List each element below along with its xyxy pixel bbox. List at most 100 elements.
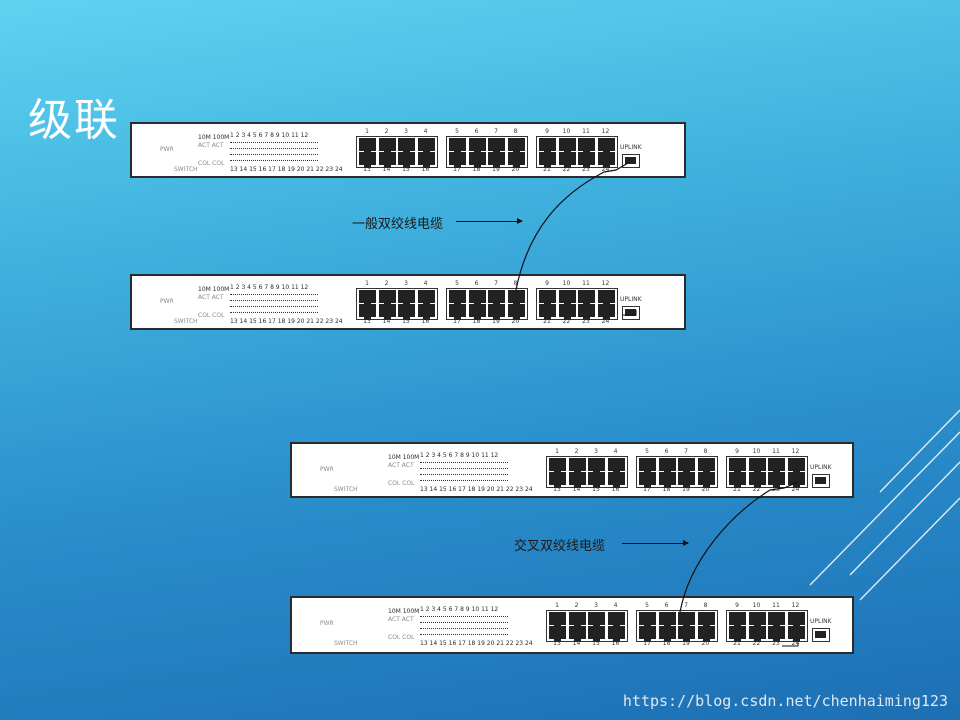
rj45-port	[488, 152, 505, 168]
port-number: 21	[733, 640, 741, 647]
port-number: 24	[791, 640, 800, 647]
port-number: 13	[363, 318, 371, 325]
port-number: 18	[662, 486, 671, 493]
col-label: COL COL	[198, 160, 225, 167]
port-number: 19	[492, 318, 500, 325]
rj45-port	[658, 626, 676, 642]
port-number: 18	[662, 640, 671, 647]
port-number: 20	[701, 640, 710, 647]
rj45-port	[697, 626, 715, 642]
rj45-port	[768, 626, 785, 642]
port-number: 9	[735, 602, 739, 609]
port-number: 20	[511, 318, 520, 325]
port-number: 9	[735, 448, 739, 455]
rj45-port	[398, 304, 415, 320]
port-number: 9	[545, 128, 549, 135]
port-number: 8	[513, 128, 518, 135]
led-numbers-top: 1 2 3 4 5 6 7 8 9 10 11 12	[420, 606, 499, 613]
port-number: 12	[601, 128, 610, 135]
uplink-label: UPLINK	[810, 618, 832, 625]
switch-label: SWITCH	[334, 640, 358, 647]
rj45-port	[398, 152, 415, 168]
port-number: 5	[455, 280, 459, 287]
crossover-cable	[679, 481, 799, 613]
led-row	[420, 616, 508, 619]
port-number: 24	[791, 486, 800, 493]
rj45-port	[539, 152, 556, 168]
straight-cable	[515, 162, 629, 291]
pwr-label: PWR	[320, 466, 334, 473]
rj45-port	[607, 472, 625, 488]
port-number: 21	[733, 486, 741, 493]
port-number: 24	[601, 318, 610, 325]
port-number: 8	[703, 448, 708, 455]
port-number: 8	[703, 602, 708, 609]
slide-title: 级联	[28, 95, 120, 146]
port-number: 10	[562, 280, 571, 287]
rj45-port	[558, 152, 576, 168]
rj45-port	[748, 472, 766, 488]
rj45-port	[768, 472, 785, 488]
port-number: 18	[472, 318, 481, 325]
rj45-port	[417, 152, 435, 168]
rj45-port	[568, 626, 586, 642]
led-row	[420, 628, 508, 631]
port-number: 13	[553, 486, 561, 493]
port-number: 13	[363, 166, 371, 173]
port-number: 4	[423, 280, 428, 287]
led-numbers-top: 1 2 3 4 5 6 7 8 9 10 11 12	[230, 132, 309, 139]
pwr-label: PWR	[320, 620, 334, 627]
port-number: 17	[643, 640, 651, 647]
led-row	[420, 462, 508, 465]
rj45-port	[597, 152, 615, 168]
speed-label: 10M 100M	[198, 134, 230, 141]
port-number: 19	[682, 640, 690, 647]
rj45-port	[417, 304, 435, 320]
rj45-port	[468, 152, 486, 168]
port-number: 6	[664, 448, 669, 455]
port-number: 1	[555, 448, 559, 455]
port-number: 11	[772, 448, 780, 455]
speed-label: 10M 100M	[198, 286, 230, 293]
rj45-port	[359, 152, 376, 168]
port-number: 4	[613, 448, 618, 455]
rj45-port	[697, 472, 715, 488]
rj45-port	[639, 472, 656, 488]
act-label: ACT ACT	[388, 462, 414, 469]
led-row	[230, 160, 318, 163]
port-number: 16	[421, 166, 430, 173]
port-number: 20	[701, 486, 710, 493]
rj45-port	[378, 152, 396, 168]
crossover-cable-arrow	[622, 540, 689, 546]
led-row	[420, 634, 508, 637]
rj45-port	[588, 626, 605, 642]
port-number: 17	[453, 318, 461, 325]
rj45-port	[578, 152, 595, 168]
speed-label: 10M 100M	[388, 454, 420, 461]
act-label: ACT ACT	[388, 616, 414, 623]
led-row	[230, 312, 318, 315]
led-numbers-bottom: 13 14 15 16 17 18 19 20 21 22 23 24	[420, 640, 533, 647]
port-number: 14	[382, 318, 391, 325]
port-number: 1	[365, 280, 369, 287]
uplink-port	[622, 306, 640, 320]
rj45-port	[787, 626, 805, 642]
rj45-port	[539, 304, 556, 320]
port-number: 24	[601, 166, 610, 173]
port-number: 23	[772, 640, 780, 647]
port-number: 7	[494, 128, 498, 135]
led-numbers-bottom: 13 14 15 16 17 18 19 20 21 22 23 24	[230, 318, 343, 325]
uplink-label: UPLINK	[810, 464, 832, 471]
port-number: 22	[752, 486, 761, 493]
rj45-port	[568, 472, 586, 488]
led-row	[230, 154, 318, 157]
port-number: 20	[511, 166, 520, 173]
port-number: 12	[791, 448, 800, 455]
port-number: 1	[365, 128, 369, 135]
port-number: 23	[582, 166, 590, 173]
led-numbers-bottom: 13 14 15 16 17 18 19 20 21 22 23 24	[420, 486, 533, 493]
uplink-label: UPLINK	[620, 296, 642, 303]
port-number: 21	[543, 318, 551, 325]
